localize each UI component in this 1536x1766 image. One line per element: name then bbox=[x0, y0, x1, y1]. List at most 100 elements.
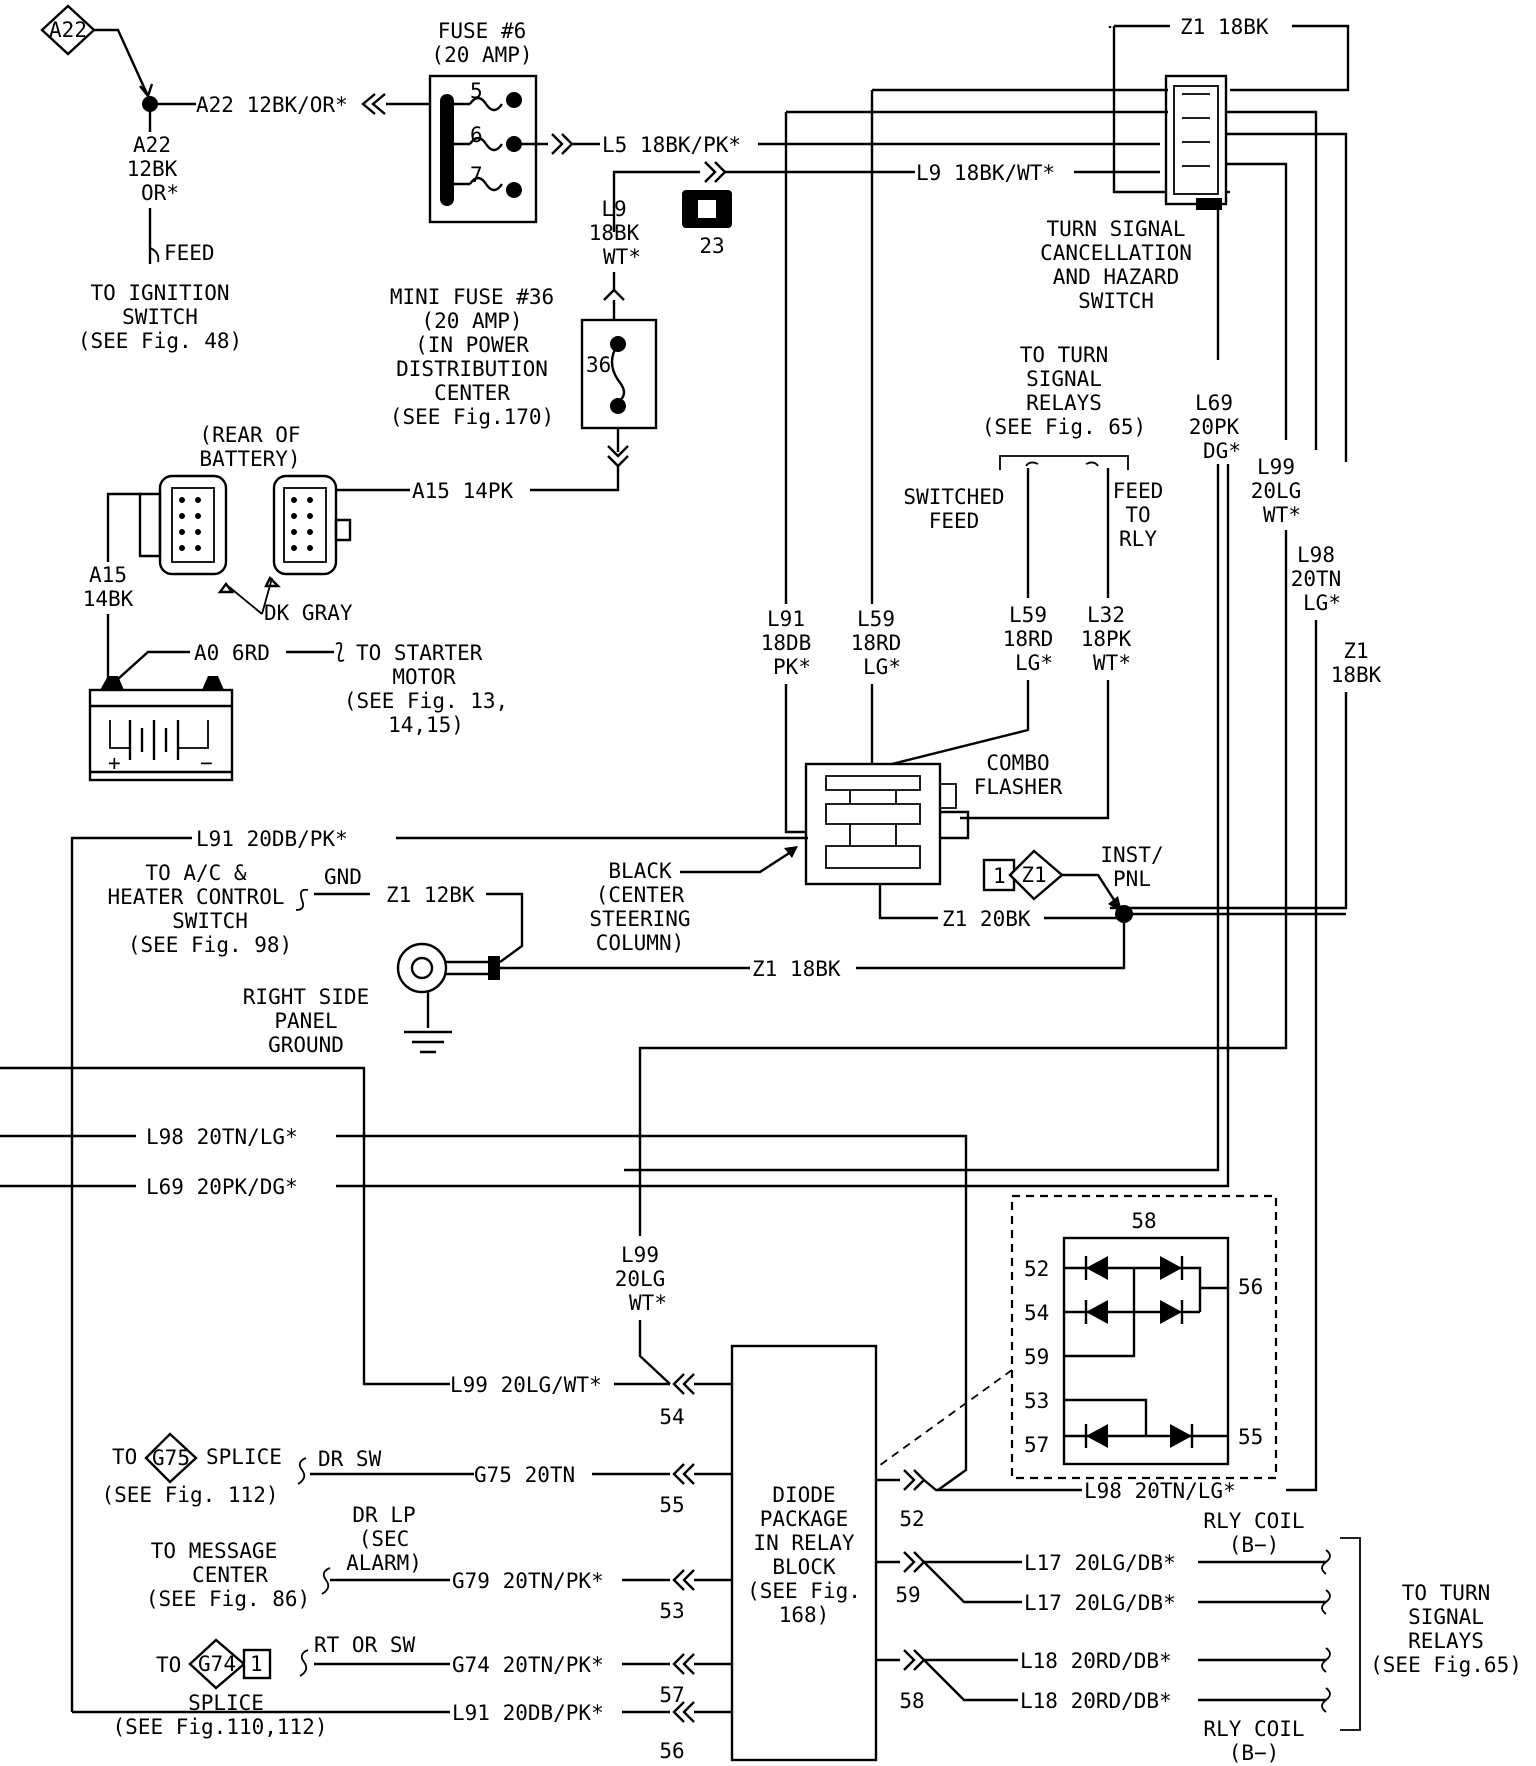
black-label: (CENTER bbox=[596, 883, 685, 907]
right-panel-label: RIGHT SIDE bbox=[243, 985, 369, 1009]
svg-text:20LG: 20LG bbox=[615, 1267, 666, 1291]
rly-coil-label: RLY COIL bbox=[1203, 1717, 1304, 1741]
svg-text:IN RELAY: IN RELAY bbox=[753, 1531, 855, 1555]
block-output-l98: L98 20TN/LG* 52 bbox=[876, 1469, 1236, 1531]
diode-package-detail: 58 52 54 59 53 57 56 55 bbox=[1010, 1194, 1278, 1480]
vert-l91: L91 18DB PK* bbox=[761, 607, 812, 679]
svg-text:DR LP: DR LP bbox=[352, 1503, 415, 1527]
starter-label: TO STARTER bbox=[356, 641, 483, 665]
svg-text:53: 53 bbox=[659, 1599, 684, 1623]
svg-text:58: 58 bbox=[1131, 1209, 1156, 1233]
dk-gray-label: DK GRAY bbox=[264, 601, 353, 625]
svg-text:L17 20LG/DB*: L17 20LG/DB* bbox=[1024, 1591, 1176, 1615]
svg-text:L99 20LG/WT*: L99 20LG/WT* bbox=[450, 1373, 602, 1397]
svg-text:20TN: 20TN bbox=[1291, 567, 1342, 591]
ac-label: (SEE Fig. 98) bbox=[128, 933, 292, 957]
right-panel-label: PANEL bbox=[274, 1009, 337, 1033]
black-label: BLACK bbox=[608, 859, 672, 883]
svg-text:52: 52 bbox=[1024, 1257, 1049, 1281]
svg-text:CENTER: CENTER bbox=[192, 1563, 268, 1587]
svg-text:58: 58 bbox=[899, 1689, 924, 1713]
svg-text:6: 6 bbox=[470, 123, 483, 147]
svg-text:18DB: 18DB bbox=[761, 631, 812, 655]
svg-text:DG*: DG* bbox=[1203, 439, 1241, 463]
svg-text:L91 20DB/PK*: L91 20DB/PK* bbox=[452, 1701, 604, 1725]
block-input-g75: G75 20TN 55 bbox=[310, 1463, 732, 1517]
tsc-label: SWITCH bbox=[1078, 289, 1154, 313]
svg-text:Z1: Z1 bbox=[1343, 639, 1368, 663]
starter-label: MOTOR bbox=[392, 665, 456, 689]
svg-text:DIODE: DIODE bbox=[772, 1483, 835, 1507]
a22-badge: A22 bbox=[40, 4, 96, 56]
svg-text:WT*: WT* bbox=[1093, 651, 1131, 675]
svg-text:G75: G75 bbox=[152, 1446, 190, 1470]
relays-bottom-label: RELAYS bbox=[1408, 1629, 1484, 1653]
svg-text:BATTERY): BATTERY) bbox=[199, 447, 300, 471]
inst-pnl-label: PNL bbox=[1113, 867, 1151, 891]
ignition-label: SWITCH bbox=[122, 305, 198, 329]
svg-text:L91: L91 bbox=[767, 607, 805, 631]
svg-text:WT*: WT* bbox=[1263, 503, 1301, 527]
svg-text:+: + bbox=[108, 751, 121, 775]
gnd-label: GND bbox=[324, 865, 362, 889]
vert-l32: L32 18PK WT* bbox=[1081, 603, 1132, 675]
ac-label: HEATER CONTROL bbox=[107, 885, 284, 909]
vert-l98: L98 20TN LG* bbox=[1291, 543, 1342, 615]
svg-text:23: 23 bbox=[699, 234, 724, 258]
svg-text:SPLICE: SPLICE bbox=[188, 1691, 264, 1715]
svg-text:L18 20RD/DB*: L18 20RD/DB* bbox=[1020, 1649, 1172, 1673]
svg-text:FUSE #6: FUSE #6 bbox=[438, 19, 527, 43]
svg-text:(SEE Fig. 86): (SEE Fig. 86) bbox=[146, 1587, 310, 1611]
relays-bottom-label: SIGNAL bbox=[1408, 1605, 1484, 1629]
z1-top-label: Z1 18BK bbox=[1180, 15, 1269, 39]
svg-text:LG*: LG* bbox=[1015, 651, 1053, 675]
svg-text:TO: TO bbox=[156, 1653, 181, 1677]
svg-text:57: 57 bbox=[659, 1683, 684, 1707]
svg-text:−: − bbox=[200, 751, 213, 775]
ground-eyelet bbox=[396, 942, 500, 1054]
l9-wire-label: L9 18BK/WT* bbox=[916, 161, 1055, 185]
fuse-6: FUSE #6 (20 AMP) 5 6 7 bbox=[428, 19, 538, 224]
l5-wire-label: L5 18BK/PK* bbox=[602, 133, 741, 157]
svg-text:168): 168) bbox=[779, 1603, 830, 1627]
feed-to-rly-label: RLY bbox=[1119, 527, 1157, 551]
rly-coil-label: (B−) bbox=[1229, 1741, 1280, 1765]
right-panel-label: GROUND bbox=[268, 1033, 344, 1057]
svg-text:7: 7 bbox=[470, 163, 483, 187]
svg-text:(SEE Fig.: (SEE Fig. bbox=[747, 1579, 861, 1603]
a0-wire-label: A0 6RD bbox=[194, 641, 270, 665]
a22-wire-label: A22 12BK/OR* bbox=[196, 93, 348, 117]
tsc-label: CANCELLATION bbox=[1040, 241, 1192, 265]
svg-text:BLOCK: BLOCK bbox=[772, 1555, 836, 1579]
svg-text:LG*: LG* bbox=[1303, 591, 1341, 615]
svg-text:PK*: PK* bbox=[773, 655, 811, 679]
g75-splice: TO G75 SPLICE (SEE Fig. 112) DR SW bbox=[101, 1432, 382, 1507]
ac-label: SWITCH bbox=[172, 909, 248, 933]
svg-text:56: 56 bbox=[1238, 1275, 1263, 1299]
mini-fuse-36: MINI FUSE #36 (20 AMP) (IN POWER DISTRIB… bbox=[390, 285, 658, 430]
l98-left-label: L98 20TN/LG* bbox=[146, 1125, 298, 1149]
svg-text:54: 54 bbox=[1024, 1301, 1049, 1325]
inst-pnl-label: INST/ bbox=[1100, 843, 1163, 867]
switched-feed-label: SWITCHED bbox=[903, 485, 1004, 509]
block-input-l99: L99 20LG/WT* 54 bbox=[450, 1373, 732, 1429]
relays-top-label: RELAYS bbox=[1026, 391, 1102, 415]
block-input-g74: G74 20TN/PK* 57 bbox=[314, 1653, 732, 1707]
svg-text:20PK: 20PK bbox=[1189, 415, 1240, 439]
a15-vert-label: A15 bbox=[89, 563, 127, 587]
z1-12bk-label: Z1 12BK bbox=[386, 883, 475, 907]
l9-vert-label: 18BK bbox=[589, 221, 640, 245]
svg-text:WT*: WT* bbox=[629, 1291, 667, 1315]
tsc-label: TURN SIGNAL bbox=[1046, 217, 1185, 241]
svg-text:PACKAGE: PACKAGE bbox=[760, 1507, 849, 1531]
rly-coil-label: (B−) bbox=[1229, 1533, 1280, 1557]
ignition-label: (SEE Fig. 48) bbox=[78, 329, 242, 353]
svg-text:(SEE Fig.170): (SEE Fig.170) bbox=[390, 405, 554, 429]
svg-text:59: 59 bbox=[895, 1583, 920, 1607]
svg-text:MINI FUSE #36: MINI FUSE #36 bbox=[390, 285, 554, 309]
diode-package-block: DIODE PACKAGE IN RELAY BLOCK (SEE Fig. 1… bbox=[730, 1344, 878, 1762]
svg-text:(20 AMP): (20 AMP) bbox=[431, 43, 532, 67]
svg-text:59: 59 bbox=[1024, 1345, 1049, 1369]
svg-text:(SEE Fig.110,112): (SEE Fig.110,112) bbox=[113, 1715, 328, 1739]
